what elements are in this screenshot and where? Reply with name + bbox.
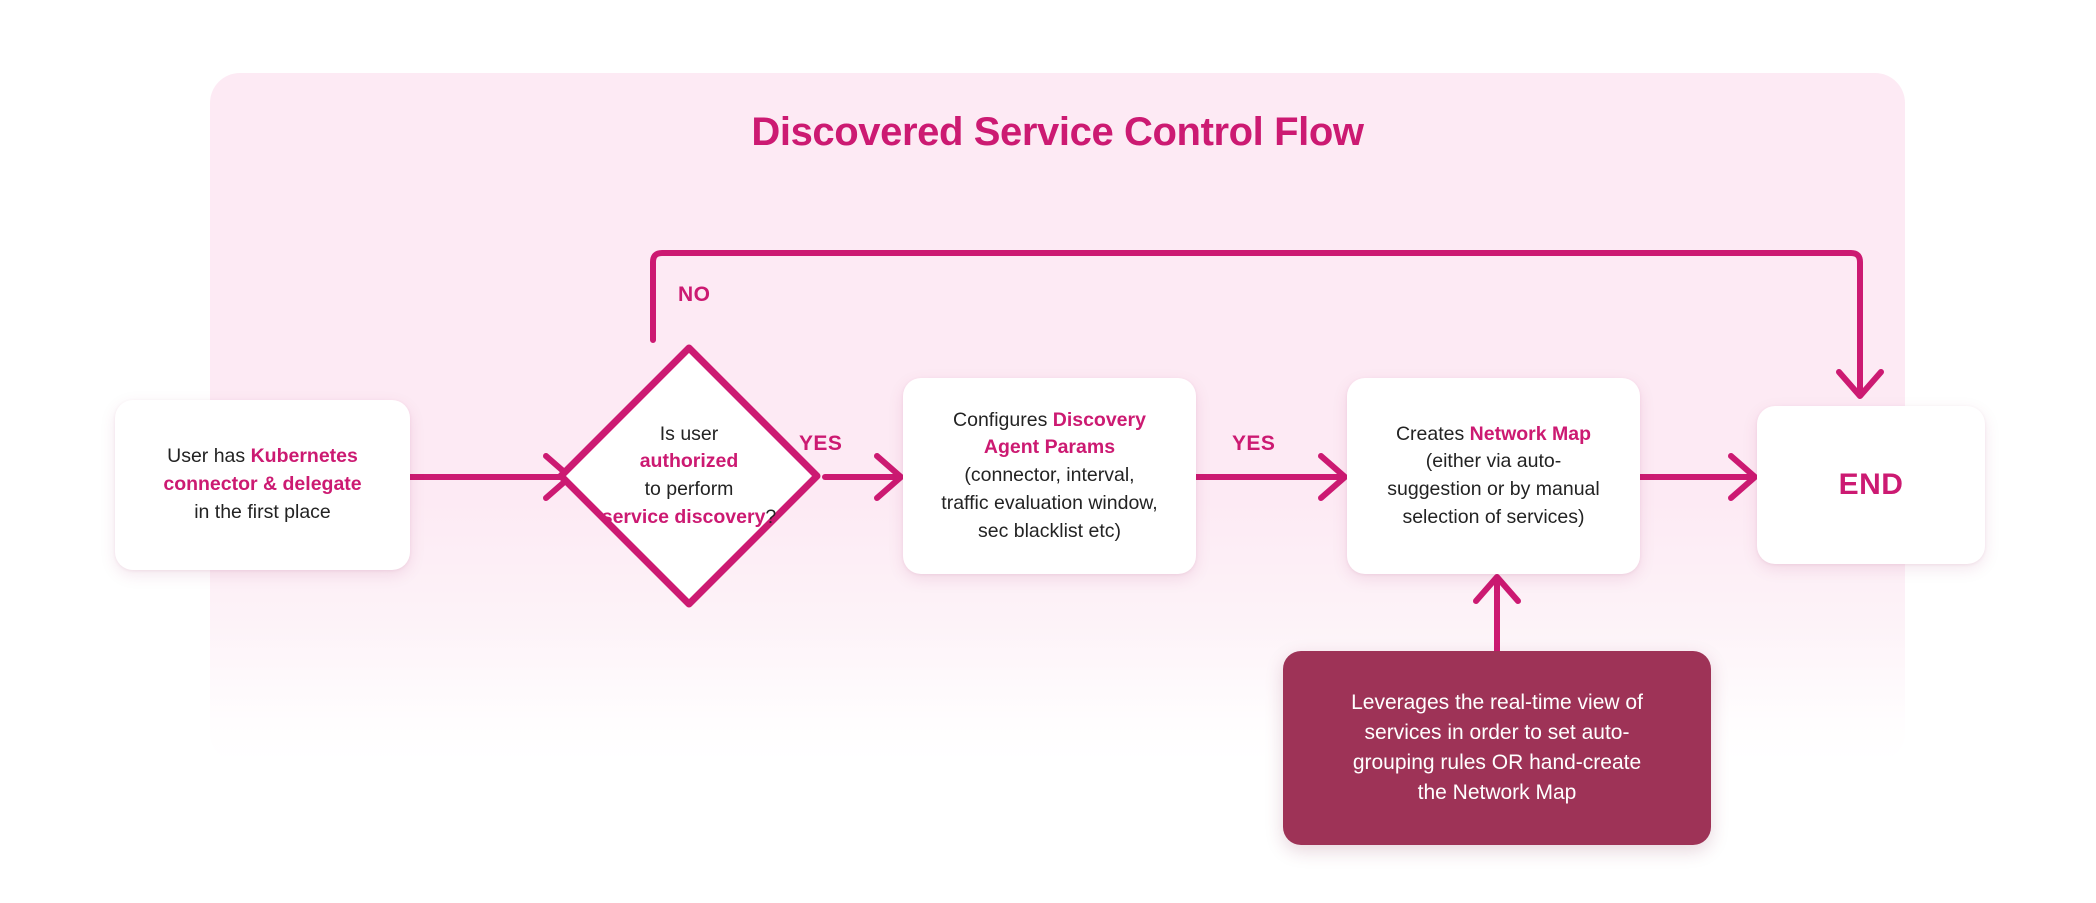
node-params-line4: traffic evaluation window, xyxy=(941,491,1158,514)
node-netmap-line3: suggestion or by manual xyxy=(1387,478,1600,500)
node-decision-line1: Is user xyxy=(659,422,719,445)
arrowhead-params-to-netmap xyxy=(1318,453,1348,501)
node-decision-line2-highlight: authorized xyxy=(639,450,739,473)
arrowhead-decision-to-params xyxy=(874,453,904,501)
node-start[interactable]: User has Kubernetes connector & delegate… xyxy=(115,400,410,570)
node-configures-discovery-agent-params[interactable]: Configures Discovery Agent Params (conne… xyxy=(903,378,1196,574)
node-decision[interactable]: Is user authorized to perform service di… xyxy=(553,340,825,612)
node-decision-line3: to perform xyxy=(644,478,734,500)
node-start-text: User has Kubernetes connector & delegate… xyxy=(129,443,396,526)
node-params-line1-plain: Configures xyxy=(953,408,1053,431)
node-netmap-line2: (either via auto- xyxy=(1425,450,1562,473)
node-params-line5: sec blacklist etc) xyxy=(977,519,1122,542)
edge-label-no: NO xyxy=(678,283,711,306)
note-line1: Leverages the real-time view of xyxy=(1351,691,1643,715)
note-line4: the Network Map xyxy=(1417,780,1577,804)
node-netmap-line1-highlight: Network Map xyxy=(1469,422,1592,445)
arrowhead-no-to-end xyxy=(1836,369,1884,399)
node-params-line2-highlight: Agent Params xyxy=(983,436,1116,459)
node-start-line1-highlight: Kubernetes xyxy=(250,445,358,468)
node-end[interactable]: END xyxy=(1757,406,1985,564)
edge-label-yes-decision: YES xyxy=(799,432,843,455)
node-start-line1-plain: User has xyxy=(167,445,251,468)
note-line3: grouping rules OR hand-create xyxy=(1352,751,1642,774)
node-params-line3: (connector, interval, xyxy=(964,464,1135,487)
node-decision-line4-highlight: service discovery xyxy=(601,505,766,528)
node-start-line3: in the first place xyxy=(194,500,331,523)
edge-label-yes-params: YES xyxy=(1232,432,1276,455)
node-params-line1-highlight: Discovery xyxy=(1052,408,1146,431)
annotation-note-leverages-real-time-view[interactable]: Leverages the real-time view of services… xyxy=(1283,651,1711,845)
node-netmap-line1-plain: Creates xyxy=(1395,422,1470,445)
node-decision-line4-suffix: ? xyxy=(765,505,777,528)
node-params-text: Configures Discovery Agent Params (conne… xyxy=(917,407,1182,545)
node-netmap-line4: selection of services) xyxy=(1402,505,1585,528)
edge-decision-no xyxy=(650,250,1863,395)
note-text: Leverages the real-time view of services… xyxy=(1351,688,1643,807)
arrowhead-netmap-to-end xyxy=(1728,453,1758,501)
node-decision-text: Is user authorized to perform service di… xyxy=(553,340,825,612)
arrowhead-note-to-netmap xyxy=(1473,574,1521,604)
node-netmap-text: Creates Network Map (either via auto- su… xyxy=(1361,421,1626,532)
node-end-label: END xyxy=(1838,467,1904,501)
note-line2: services in order to set auto- xyxy=(1364,721,1630,745)
diamond-shape xyxy=(557,344,821,608)
node-start-line2-highlight: connector & delegate xyxy=(163,473,362,496)
node-creates-network-map[interactable]: Creates Network Map (either via auto- su… xyxy=(1347,378,1640,574)
page-title: Discovered Service Control Flow xyxy=(751,110,1364,154)
